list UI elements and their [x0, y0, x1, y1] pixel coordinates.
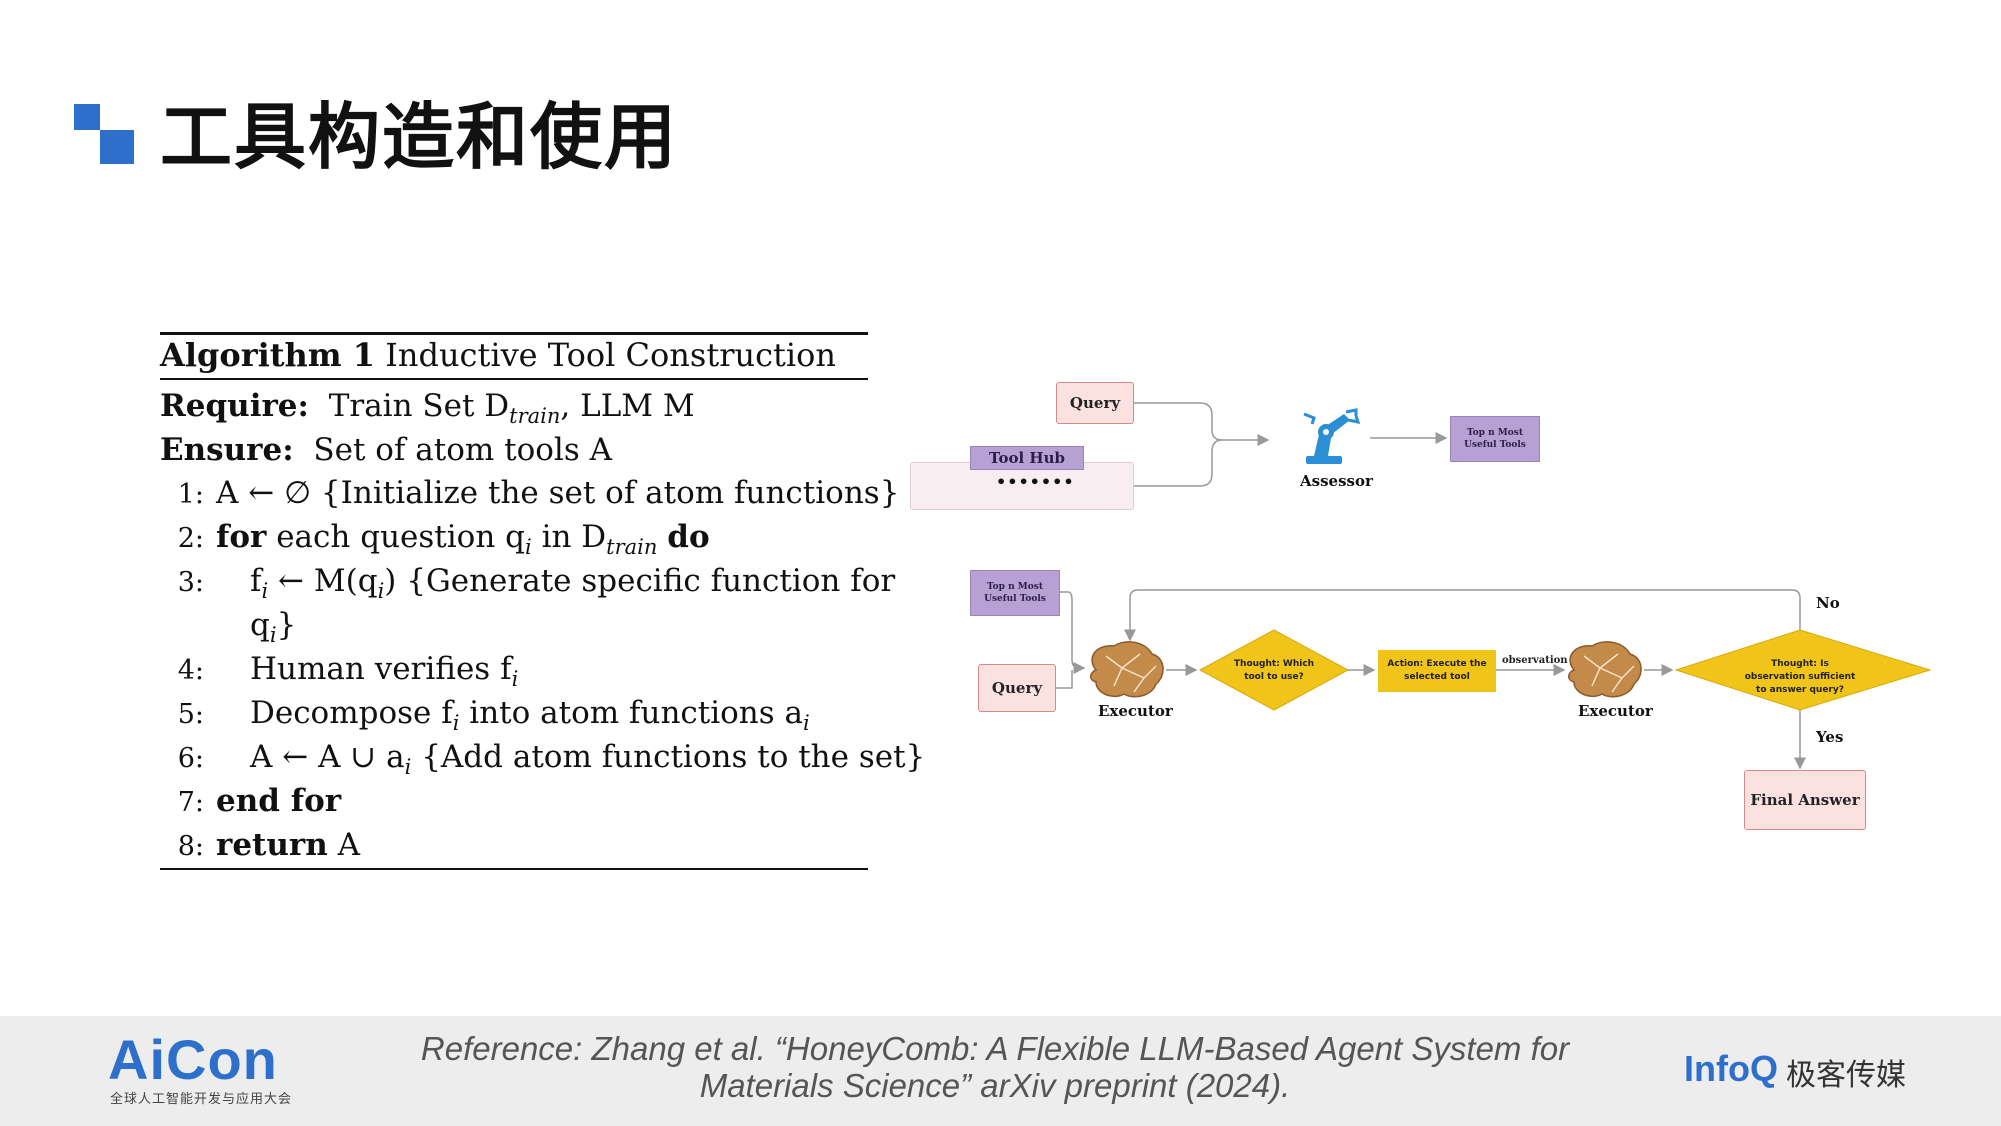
- line-text: ) {Generate specific function for: [384, 563, 896, 599]
- reference-line-1: Reference: Zhang et al. “HoneyComb: A Fl…: [420, 1030, 1570, 1067]
- executor-label: Executor: [1098, 702, 1173, 720]
- observation-label: observation: [1502, 655, 1568, 666]
- connector-query-executor: [1054, 670, 1073, 689]
- line-sub: i: [377, 579, 385, 604]
- line-sub: i: [525, 535, 532, 560]
- line-text: }: [276, 607, 297, 643]
- executor-label: Executor: [1578, 702, 1653, 720]
- algorithm-line: 8: return A: [160, 825, 360, 867]
- query-box-bottom: Query: [978, 664, 1056, 712]
- line-text: each question q: [266, 519, 525, 555]
- algorithm-line: 4: Human verifies fi: [160, 649, 519, 699]
- line-text: A: [327, 827, 361, 863]
- line-text: f: [250, 563, 262, 599]
- algorithm-line: 2: for each question qi in Dtrain do: [160, 517, 710, 567]
- connector-toolhub-assessor: [1132, 439, 1223, 487]
- line-sub: i: [269, 623, 277, 648]
- keyword-endfor: end for: [216, 783, 342, 819]
- line-text: ← M(q: [268, 563, 378, 599]
- query-box-top: Query: [1056, 382, 1134, 424]
- algorithm-line: 6: A ← A ∪ ai {Add atom functions to the …: [160, 737, 926, 787]
- line-sub: i: [511, 667, 519, 692]
- tool-hub-label: Tool Hub: [970, 446, 1084, 470]
- jike-media-logo: 极客传媒: [1786, 1058, 1906, 1093]
- tool-hub-dots: •••••••: [996, 472, 1075, 491]
- thought-which-tool: Thought: Which tool to use?: [1233, 659, 1315, 682]
- algorithm-name: Inductive Tool Construction: [375, 336, 836, 374]
- line-number: 3:: [177, 567, 204, 598]
- aicon-logo: AiCon: [108, 1028, 278, 1091]
- line-number: 7:: [177, 787, 204, 818]
- algorithm-line: 1: A ← ∅ {Initialize the set of atom func…: [160, 473, 900, 515]
- top-n-tools-box: Top n Most Useful Tools: [970, 570, 1060, 616]
- line-number: 1:: [177, 479, 204, 510]
- line-sub: i: [404, 755, 412, 780]
- line-sub: i: [452, 711, 460, 736]
- keyword-do: do: [667, 519, 710, 555]
- top-n-tools-box: Top n Most Useful Tools: [1450, 416, 1540, 462]
- connector-topn-executor: [1058, 591, 1086, 674]
- algorithm-rule-mid: [160, 378, 868, 380]
- require-text: Train Set D: [328, 388, 510, 424]
- ensure-label: Ensure:: [160, 432, 294, 468]
- line-text: in D: [531, 519, 607, 555]
- tool-hub-panel: [910, 462, 1134, 510]
- line-text: into atom functions a: [459, 695, 804, 731]
- algorithm-header: Algorithm 1 Inductive Tool Construction: [160, 336, 836, 374]
- algorithm-ensure: Ensure: Set of atom tools A: [160, 430, 612, 470]
- line-text: A ← ∅ {Initialize the set of atom functi…: [216, 475, 900, 511]
- line-number: 2:: [177, 523, 204, 554]
- line-text: Human verifies f: [250, 651, 512, 687]
- thought-diamond-2: [1674, 629, 1932, 711]
- brain-icon: [1090, 641, 1164, 698]
- algorithm-rule-bottom: [160, 868, 868, 870]
- thought-sufficient: Thought: Is observation sufficient to an…: [1744, 659, 1856, 695]
- algorithm-line: 3:fi ← M(qi) {Generate specific function…: [160, 561, 895, 611]
- algorithm-line: qi}: [160, 605, 296, 655]
- line-text: Decompose f: [250, 695, 453, 731]
- line-number: 8:: [177, 831, 204, 862]
- action-box: [1378, 650, 1496, 692]
- algorithm-number: Algorithm 1: [160, 336, 376, 374]
- action-text: Action: Execute the selected tool: [1387, 659, 1487, 682]
- algorithm-require: Require: Train Set Dtrain, LLM M: [160, 386, 695, 436]
- keyword-return: return: [216, 827, 328, 863]
- title-square-large: [100, 130, 134, 164]
- agent-diagram: Query Tool Hub ••••••• Assessor Top n Mo…: [900, 360, 1940, 840]
- thought-diamond-1: [1198, 629, 1350, 711]
- page-title: 工具构造和使用: [160, 95, 679, 179]
- footer-bar: [0, 1016, 2001, 1126]
- yes-label: Yes: [1816, 728, 1844, 746]
- reference-line-2: Materials Science” arXiv preprint (2024)…: [699, 1067, 1291, 1104]
- infoq-logo: InfoQ: [1684, 1048, 1778, 1089]
- line-number: 4:: [177, 655, 204, 686]
- keyword-for: for: [216, 519, 267, 555]
- require-sub: train: [509, 404, 561, 429]
- require-label: Require:: [160, 388, 309, 424]
- line-text: {Add atom functions to the set}: [411, 739, 926, 775]
- line-sub: i: [803, 711, 810, 736]
- assessor-label: Assessor: [1300, 472, 1373, 490]
- algorithm-line: 7: end for: [160, 781, 341, 823]
- ensure-text: Set of atom tools A: [313, 432, 612, 468]
- line-text: q: [250, 607, 270, 643]
- connector-no-loop: [1124, 589, 1801, 644]
- brain-icon: [1568, 641, 1642, 698]
- line-sub: i: [261, 579, 269, 604]
- title-square-small: [74, 104, 100, 130]
- no-label: No: [1816, 594, 1840, 612]
- line-number: 5:: [177, 699, 204, 730]
- line-number: 6:: [177, 743, 204, 774]
- final-answer-box: Final Answer: [1744, 770, 1866, 830]
- algorithm-rule-top: [160, 332, 868, 335]
- line-text: A ← A ∪ a: [250, 739, 405, 775]
- require-tail: , LLM M: [560, 388, 695, 424]
- reference-text: Reference: Zhang et al. “HoneyComb: A Fl…: [380, 1030, 1610, 1104]
- line-sub: train: [606, 535, 658, 560]
- robot-arm-icon: [1303, 408, 1361, 464]
- algorithm-line: 5:Decompose fi into atom functions ai: [160, 693, 810, 743]
- connector-query-assessor: [1132, 402, 1270, 446]
- aicon-subtitle: 全球人工智能开发与应用大会: [110, 1092, 293, 1107]
